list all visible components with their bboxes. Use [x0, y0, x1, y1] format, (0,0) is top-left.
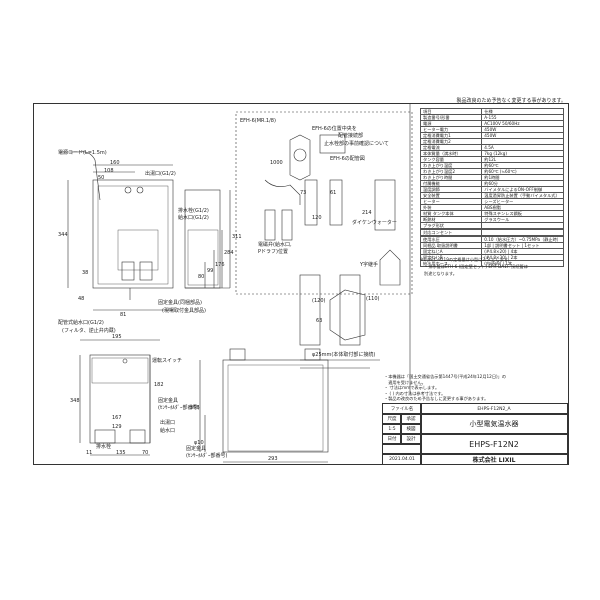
dim-167: 167	[112, 415, 122, 421]
blank-cell	[382, 443, 422, 455]
dim-182: 182	[154, 382, 164, 388]
note-line: 適用を受けません。	[384, 379, 426, 385]
y-piece-label: Y字継手	[360, 262, 379, 268]
header-note: 製品改良のため予告なく変更する事があります。	[456, 98, 566, 104]
design-label: 設計	[400, 433, 422, 445]
dim-1000: 1000	[270, 160, 283, 166]
dim-48: 48	[78, 296, 85, 302]
dim-11: 11	[86, 450, 93, 456]
efh-detail-box	[235, 111, 413, 295]
pressure-relief-label: 排水栓(G1/2)	[178, 208, 209, 214]
dim-348: 348	[70, 398, 80, 404]
date-value: 2021.04.01	[382, 453, 422, 465]
spec-value: 0.10（給水圧力）~0.75MPa（静止時）	[481, 236, 564, 243]
dim-120b: (120)	[312, 298, 326, 304]
drain-outlet-label: 排水栓	[96, 444, 112, 450]
dim-344: 344	[58, 232, 68, 238]
dim-176: 176	[215, 262, 225, 268]
date-label: 日付	[382, 433, 402, 445]
mount-note-label: (現場取付金具部品)	[162, 308, 206, 314]
dim-63: 63	[316, 318, 323, 324]
dim-311: 311	[232, 234, 242, 240]
fixing-note-label: (ｾﾝｻｰﾎﾙﾀﾞｰ部番号)	[158, 405, 200, 411]
heater-front-outline	[92, 179, 174, 289]
scale-value: 1:5	[382, 423, 402, 435]
note-line: ・製品の改良のため予告なしに変更する事があります。	[384, 396, 489, 402]
operation-switch-label: 運転スイッチ	[152, 358, 183, 364]
dim-61: 61	[330, 190, 337, 196]
spec-value: (内径φ9) | 1本	[481, 260, 564, 267]
efh-note1: EFH-6の位置中央を	[312, 126, 357, 132]
file-label: ファイル名	[382, 403, 422, 415]
mount-parts-label: 固定金具(同梱部品)	[158, 300, 202, 306]
note-line: ・本機器は「国土交通省告示第1447号(平成24年12月12日)」の	[384, 374, 507, 379]
spec-value: 温度過昇防止装置（手動バイメタル式）	[481, 192, 564, 199]
lower-inlet-note: (フィルタ、逆止弁内蔵)	[62, 328, 116, 334]
dim-356: 356	[190, 405, 200, 411]
note-line: ・ ( ) 内の寸法は参考寸法です。	[384, 390, 446, 396]
efh-note4: EFH-6の配管図	[330, 156, 365, 162]
valve-note2: Pドラフ)位置	[258, 249, 288, 255]
model-name: EHPS-F12N2	[420, 433, 568, 455]
pipe-outlet-label: 出湯口	[160, 420, 176, 426]
daikoku-label: ダイケンウォーター	[352, 220, 397, 226]
spec-footnote-1: ※1 JIS C 9219の定格量は小型は3.5Lとします。	[420, 257, 512, 262]
power-cord-label: 電源コード(L=1.5m)	[58, 150, 107, 156]
base-frame-label: 固定金具	[186, 446, 207, 452]
dim-80: 80	[198, 274, 205, 280]
dim-293: 293	[268, 456, 278, 462]
spec-footnote-3: 別途となります。	[424, 271, 457, 276]
title-block: ファイル名 EHPS-F12N2_A 尺度 承認 小型電気温水器 1:5 検図 …	[382, 403, 568, 465]
dim-110: (110)	[366, 296, 380, 302]
bottom-side-outline	[222, 359, 329, 453]
product-name: 小型電気温水器	[420, 413, 568, 435]
dim-50: 50	[98, 175, 105, 181]
dim-120: 120	[312, 215, 322, 221]
dim-284: 284	[224, 250, 234, 256]
efh-detail-label: EFH-6(MR.1/8)	[240, 118, 276, 124]
outlet-label: 出湯口(G1/2)	[145, 171, 176, 177]
file-name: EHPS-F12N2_A	[420, 403, 568, 415]
lower-inlet-label: 配管式給水口(G1/2)	[58, 320, 104, 326]
fixing-bracket-label: 固定金具	[158, 398, 179, 404]
dim-38: 38	[82, 270, 89, 276]
general-notes: ・本機器は「国土交通省告示第1447号(平成24年12月12日)」の 適用を受け…	[384, 374, 564, 402]
dim-108: 108	[104, 168, 114, 174]
note-line: ・ 寸法はmmで表示します。	[384, 385, 440, 391]
check-label: 検図	[400, 423, 422, 435]
dim-81: 81	[120, 312, 127, 318]
dim-73: 73	[300, 190, 307, 196]
valve-note: 電磁弁(給水口,	[258, 242, 292, 248]
dim-99: 99	[207, 268, 214, 274]
company-name: 株式会社 LIXIL	[420, 453, 568, 465]
dim-214: 214	[362, 210, 372, 216]
scale-label: 尺度	[382, 413, 402, 425]
dim-129: 129	[112, 424, 122, 430]
dim-10: φ10	[194, 440, 204, 446]
drawing-frame	[33, 103, 569, 465]
dim-160: 160	[110, 160, 120, 166]
pipe-inlet-label: 給水口	[160, 428, 176, 434]
efh-note2: 配管接続部	[338, 133, 364, 139]
pipe-25-label: φ25mm(本体取付部に接続)	[312, 352, 376, 358]
spec-row: 給水用ホース(内径φ9) | 1本	[419, 260, 564, 267]
dim-195: 195	[112, 334, 122, 340]
base-note-label: (ｾﾝｻｰﾎﾙﾀﾞｰ部番号)	[186, 453, 228, 459]
efh-note3: 止水栓部の事前確認について	[324, 141, 389, 147]
approve-label: 承認	[400, 413, 422, 425]
dim-70: 70	[142, 450, 149, 456]
spec-footnote-2: ・排水管はEFH-6 (固定壁セット) EFH-DA1F. 接続管は	[424, 264, 528, 269]
inlet-side-label: 給水口(G1/2)	[178, 215, 209, 221]
dim-135: 135	[116, 450, 126, 456]
spec-key: 給水用ホース	[419, 260, 483, 267]
